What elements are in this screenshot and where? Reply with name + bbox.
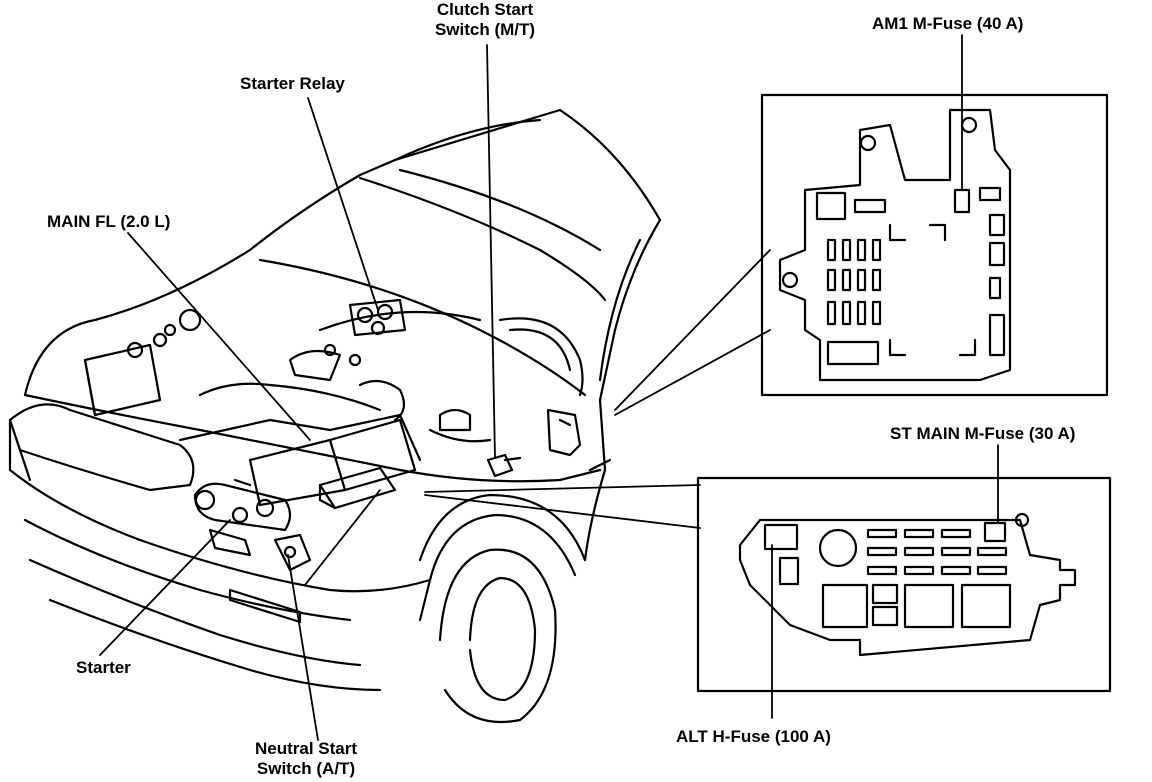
car-body-outline [8, 108, 662, 724]
leader-lines [99, 34, 999, 741]
label-st-main-m-fuse: ST MAIN M-Fuse (30 A) [890, 424, 1076, 443]
label-am1-m-fuse: AM1 M-Fuse (40 A) [872, 14, 1024, 33]
label-neutral-start-switch: Neutral Start Switch (A/T) [236, 739, 376, 779]
engine-components [83, 298, 582, 572]
label-starter-relay: Starter Relay [240, 74, 345, 93]
label-main-fl: MAIN FL (2.0 L) [47, 212, 171, 231]
label-neutral-start-switch-line2: Switch (A/T) [256, 759, 356, 778]
mini-fuse-grid [826, 238, 882, 326]
label-alt-h-fuse: ALT H-Fuse (100 A) [676, 727, 831, 746]
label-neutral-start-switch-line1: Neutral Start [254, 739, 358, 758]
label-clutch-start-switch-line1: Clutch Start [436, 0, 534, 19]
label-clutch-start-switch: Clutch Start Switch (M/T) [405, 0, 565, 40]
interior-fuse-panel-detail [614, 93, 1109, 416]
engine-fuse-block-detail [424, 476, 1112, 693]
label-clutch-start-switch-line2: Switch (M/T) [434, 20, 536, 39]
label-starter: Starter [76, 658, 131, 677]
blade-fuse-rows [866, 528, 1008, 576]
